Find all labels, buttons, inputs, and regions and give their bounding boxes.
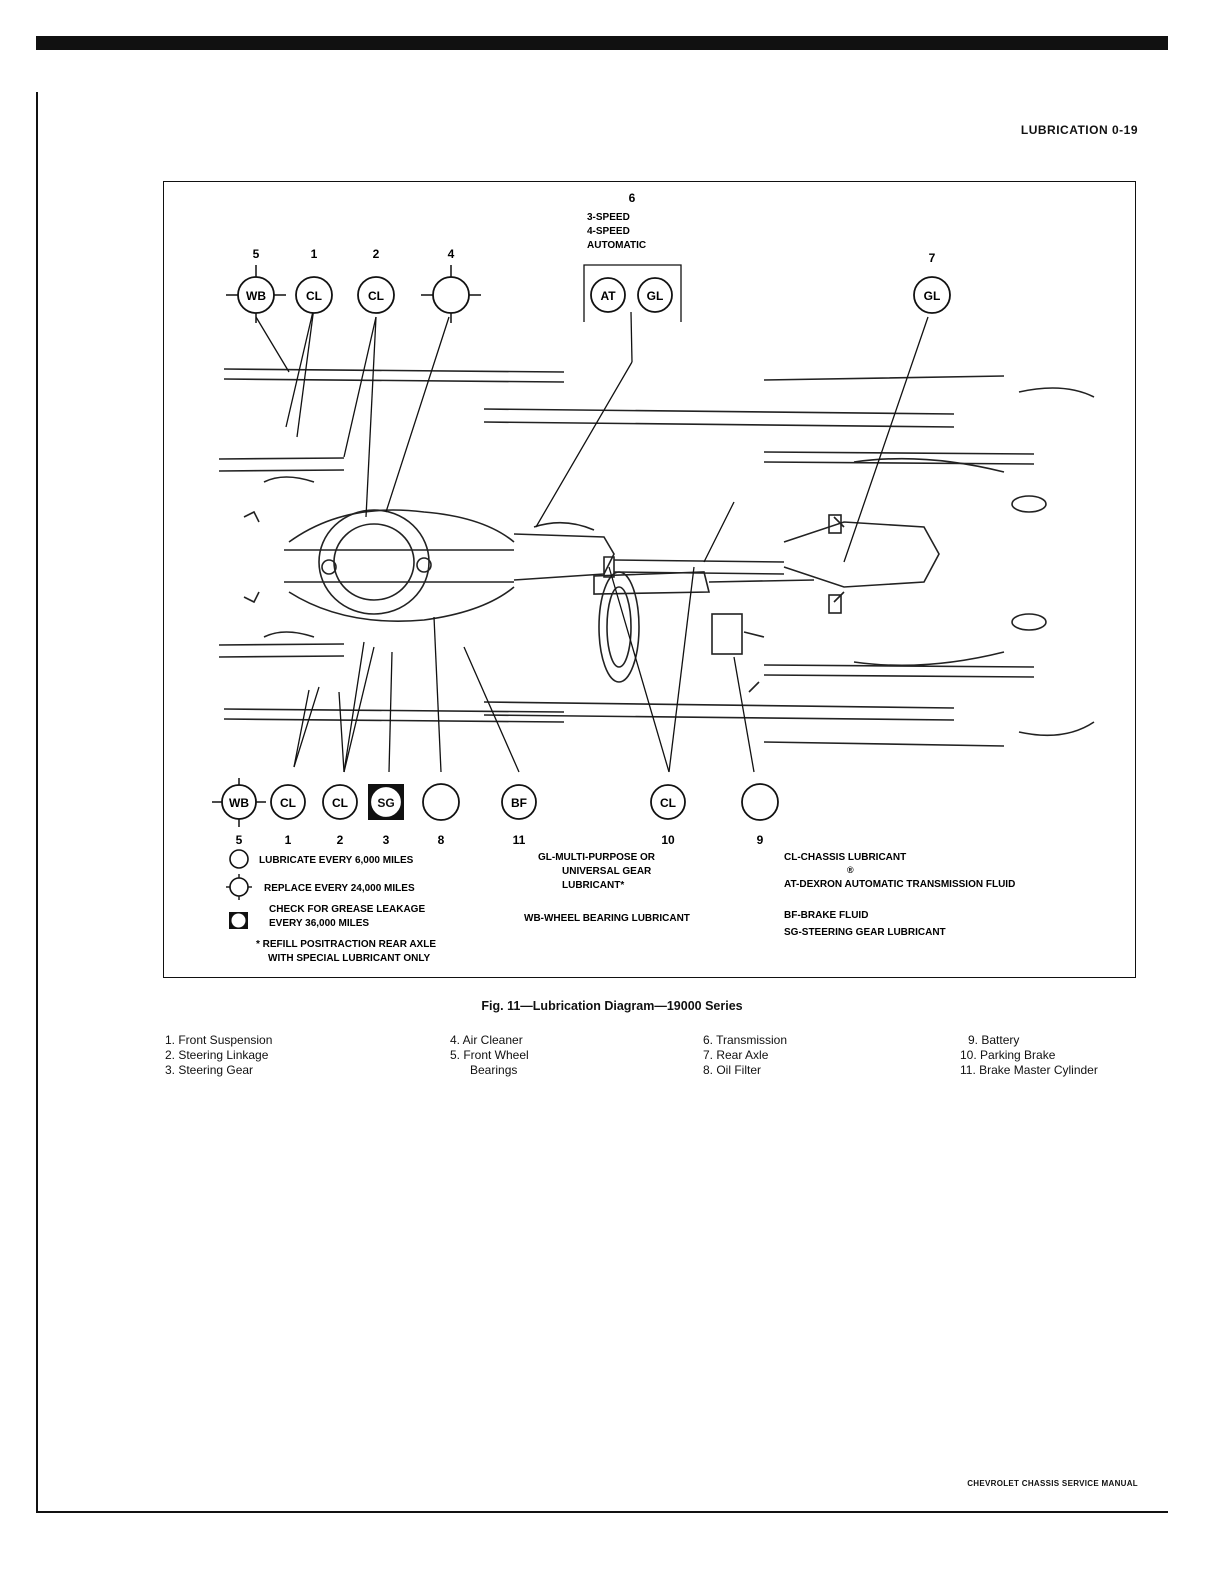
parts-column-4: 9. Battery 10. Parking Brake 11. Brake M…	[960, 1033, 1098, 1078]
legend-gl-2: UNIVERSAL GEAR	[562, 866, 652, 877]
legend-positraction-note-1: * REFILL POSITRACTION REAR AXLE	[256, 939, 436, 950]
callout-circle-at	[590, 277, 626, 313]
transmission-type-line-3: AUTOMATIC	[587, 240, 646, 251]
legend-cl: CL-CHASSIS LUBRICANT	[784, 852, 906, 863]
callout-circle-cl	[322, 784, 358, 820]
parts-item: 7. Rear Axle	[703, 1048, 769, 1062]
lubricate-symbol	[229, 849, 249, 869]
legend-registered-mark: ®	[847, 865, 854, 875]
callout-code: SG	[377, 796, 394, 810]
transmission-callout-number: 6	[629, 191, 636, 205]
callout-circle-gl	[637, 277, 673, 313]
legend-bf: BF-BRAKE FLUID	[784, 910, 868, 921]
callout-code: BF	[511, 796, 527, 810]
parts-item: 9. Battery	[968, 1033, 1020, 1047]
callout-number: 7	[929, 251, 936, 265]
callout-code: CL	[332, 796, 348, 810]
callout-circle-cl	[270, 784, 306, 820]
parts-column-1: 1. Front Suspension 2. Steering Linkage …	[165, 1033, 272, 1078]
parts-item: 1. Front Suspension	[165, 1033, 273, 1047]
left-margin-rule	[36, 92, 38, 1512]
callout-code: CL	[306, 289, 322, 303]
callout-number: 4	[448, 247, 455, 261]
legend-sg: SG-STEERING GEAR LUBRICANT	[784, 927, 946, 938]
parts-column-2: 4. Air Cleaner 5. Front Wheel Bearings	[450, 1033, 529, 1078]
callout-number: 10	[661, 833, 675, 847]
bottom-margin-rule	[36, 1511, 1168, 1513]
legend-replace: REPLACE EVERY 24,000 MILES	[264, 883, 415, 894]
page-header: LUBRICATION 0-19	[1020, 123, 1138, 137]
legend-check-leakage: CHECK FOR GREASE LEAKAGE	[269, 904, 425, 915]
callout-circle-bf	[501, 784, 537, 820]
callout-circle-empty	[422, 783, 460, 821]
callout-code: GL	[924, 289, 941, 303]
callout-code: CL	[660, 796, 676, 810]
leader-lines	[255, 306, 929, 773]
callout-circle-empty	[741, 783, 779, 821]
callout-code: GL	[647, 289, 664, 303]
parts-item: 8. Oil Filter	[703, 1063, 762, 1077]
callout-circle-cl	[357, 276, 395, 314]
lubrication-diagram: 6 3-SPEED 4-SPEED AUTOMATIC 5 WB 1 CL 2 …	[163, 181, 1136, 978]
callout-number: 2	[373, 247, 380, 261]
legend-symbols: LUBRICATE EVERY 6,000 MILES REPLACE EVER…	[226, 849, 436, 964]
parts-item: 4. Air Cleaner	[450, 1033, 523, 1047]
parts-item: 3. Steering Gear	[165, 1063, 254, 1077]
transmission-type-line-2: 4-SPEED	[587, 226, 630, 237]
diagram-svg: 6 3-SPEED 4-SPEED AUTOMATIC 5 WB 1 CL 2 …	[212, 191, 1095, 964]
legend-wb: WB-WHEEL BEARING LUBRICANT	[524, 913, 690, 924]
legend-gl-3: LUBRICANT*	[562, 880, 624, 891]
callout-number: 1	[285, 833, 292, 847]
replace-symbol	[229, 877, 249, 897]
callout-number: 8	[438, 833, 445, 847]
figure-caption: Fig. 11—Lubrication Diagram—19000 Series	[481, 999, 743, 1013]
callout-code: WB	[246, 289, 266, 303]
parts-item: 11. Brake Master Cylinder	[960, 1063, 1098, 1077]
chassis-drawing	[218, 368, 1095, 747]
parts-column-3: 6. Transmission 7. Rear Axle 8. Oil Filt…	[703, 1033, 787, 1078]
legend-middle: GL-MULTI-PURPOSE OR UNIVERSAL GEAR LUBRI…	[524, 852, 690, 924]
legend-gl: GL-MULTI-PURPOSE OR	[538, 852, 656, 863]
callout-code: CL	[368, 289, 384, 303]
legend-lubricate: LUBRICATE EVERY 6,000 MILES	[259, 855, 414, 866]
parts-item: 6. Transmission	[703, 1033, 788, 1047]
callout-circle-gl	[913, 276, 951, 314]
callout-number: 3	[383, 833, 390, 847]
callout-code: CL	[280, 796, 296, 810]
callout-number: 9	[757, 833, 764, 847]
bottom-callouts: WB 5 CL 1 CL 2 SG 3 8 BF 11 CL 10 9	[212, 778, 779, 847]
page-footer: CHEVROLET CHASSIS SERVICE MANUAL	[967, 1479, 1138, 1488]
callout-code: AT	[600, 289, 616, 303]
callout-circle-cl	[650, 784, 686, 820]
callout-number: 5	[236, 833, 243, 847]
callout-circle-replace	[432, 276, 470, 314]
top-callouts: 5 WB 1 CL 2 CL 4 AT GL 7 GL	[226, 247, 951, 323]
top-border-bar	[36, 36, 1168, 50]
legend-check-interval: EVERY 36,000 MILES	[269, 918, 369, 929]
callout-circle-cl	[295, 276, 333, 314]
callout-number: 11	[513, 833, 526, 847]
callout-number: 5	[253, 247, 260, 261]
callout-number: 2	[337, 833, 344, 847]
parts-item: 5. Front Wheel	[450, 1048, 529, 1062]
transmission-bracket	[583, 264, 682, 322]
parts-item: 2. Steering Linkage	[165, 1048, 269, 1062]
transmission-type-line-1: 3-SPEED	[587, 212, 630, 223]
parts-item: Bearings	[470, 1063, 518, 1077]
callout-code: WB	[229, 796, 249, 810]
callout-number: 1	[311, 247, 318, 261]
parts-item: 10. Parking Brake	[960, 1048, 1056, 1062]
legend-at: AT-DEXRON AUTOMATIC TRANSMISSION FLUID	[784, 879, 1015, 890]
legend-positraction-note-2: WITH SPECIAL LUBRICANT ONLY	[268, 953, 431, 964]
legend-right: CL-CHASSIS LUBRICANT ® AT-DEXRON AUTOMAT…	[784, 852, 1015, 938]
